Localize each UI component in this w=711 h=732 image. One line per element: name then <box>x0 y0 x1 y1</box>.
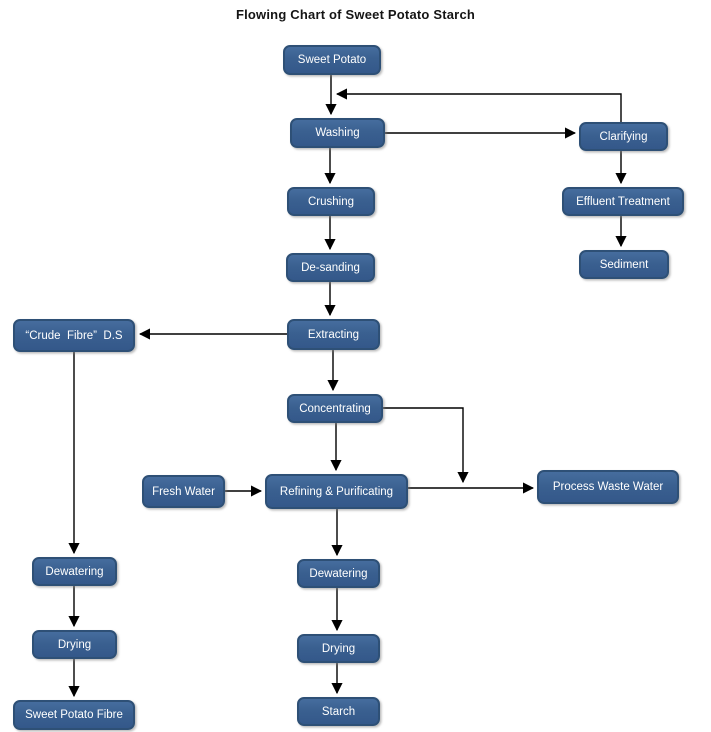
node-extracting: Extracting <box>287 319 380 350</box>
node-dewatering-left: Dewatering <box>32 557 117 586</box>
node-starch: Starch <box>297 697 380 726</box>
node-refining-purificating: Refining & Purificating <box>265 474 408 509</box>
node-process-waste-water: Process Waste Water <box>537 470 679 504</box>
node-crude-fibre-ds: “Crude Fibre” D.S <box>13 319 135 352</box>
node-concentrating: Concentrating <box>287 394 383 423</box>
node-dewatering-center: Dewatering <box>297 559 380 588</box>
node-sweet-potato-fibre: Sweet Potato Fibre <box>13 700 135 730</box>
node-sediment: Sediment <box>579 250 669 279</box>
node-fresh-water: Fresh Water <box>142 475 225 508</box>
node-crushing: Crushing <box>287 187 375 216</box>
node-washing: Washing <box>290 118 385 148</box>
edge-concentrating-waste-line <box>383 407 469 484</box>
edge-clarifying-return-washing <box>335 88 622 122</box>
node-drying-left: Drying <box>32 630 117 659</box>
chart-title: Flowing Chart of Sweet Potato Starch <box>235 7 476 22</box>
node-effluent-treatment: Effluent Treatment <box>562 187 684 216</box>
node-clarifying: Clarifying <box>579 122 668 151</box>
node-drying-center: Drying <box>297 634 380 663</box>
node-sweet-potato: Sweet Potato <box>283 45 381 75</box>
node-de-sanding: De-sanding <box>286 253 375 282</box>
